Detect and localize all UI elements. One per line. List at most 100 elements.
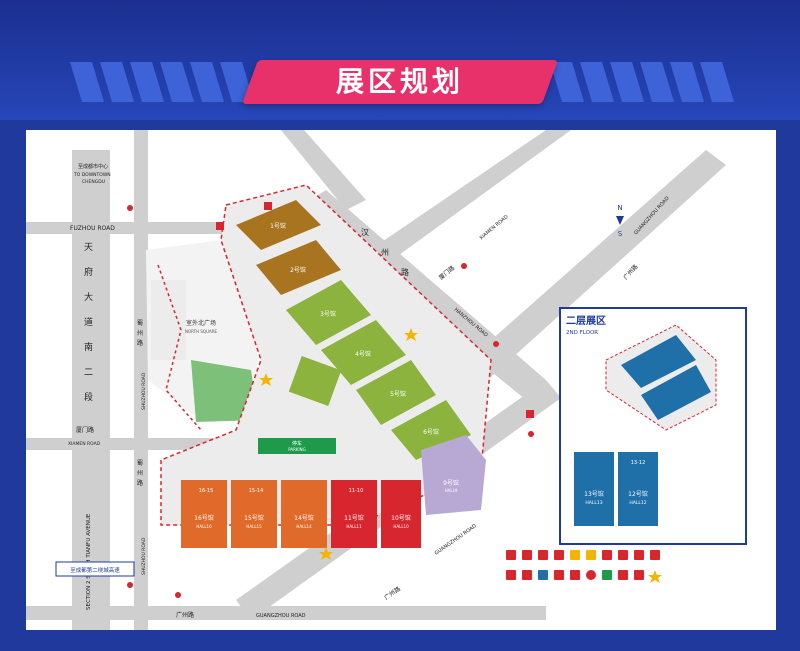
venue-map: 室外北广场 NORTH SQUARE 1号馆 2号馆 3号馆 4号馆 5号馆 6… [26, 130, 747, 630]
parking-strip [258, 438, 336, 454]
second-floor-title-en: 2ND FLOOR [566, 330, 598, 336]
legend-icon [506, 570, 516, 580]
parking-label-en: PARKING [288, 447, 306, 452]
marker-icon [461, 263, 467, 269]
route-north-square [157, 264, 202, 431]
legend-icon [570, 550, 580, 560]
hall-15-label-en: HALL15 [246, 524, 262, 529]
second-floor-hall-block-b [641, 365, 711, 420]
hall-9-block [421, 435, 486, 515]
ring-road-label: 至成都第二绕城高速 [70, 566, 120, 574]
marker-icon [528, 431, 534, 437]
hall-13-block [574, 452, 614, 526]
hall-16-label-en: HALL16 [196, 524, 212, 529]
compass-north: N [617, 204, 622, 212]
guangzhou-road-s-cn: 广州路 [176, 611, 194, 619]
svg-text:天: 天 [84, 243, 93, 253]
legend-icon [522, 550, 532, 560]
brown-hall-group: 1号馆 2号馆 [236, 200, 341, 295]
marker-icon [526, 410, 534, 418]
to-downtown-cn: 至成都市中心 [78, 163, 108, 170]
second-floor-hall-block-a [621, 335, 696, 388]
venue-map-panel: 室外北广场 NORTH SQUARE 1号馆 2号馆 3号馆 4号馆 5号馆 6… [26, 130, 776, 630]
second-floor-title: 二层展区 [566, 315, 606, 327]
hall-14-label: 14号馆 [294, 514, 314, 522]
banner-stripes-right [550, 62, 734, 102]
hall-6-label: 6号馆 [423, 428, 439, 436]
hall-10-label: 10号馆 [391, 514, 411, 522]
star-icon [259, 373, 273, 386]
svg-text:路: 路 [137, 479, 143, 487]
second-floor-inset: 二层展区 2ND FLOOR 13-12 13号馆 HALL13 12号馆 HA… [559, 307, 747, 545]
svg-text:蜀: 蜀 [137, 460, 143, 467]
svg-text:汉: 汉 [361, 228, 369, 237]
legend-icon [650, 550, 660, 560]
marker-icon [216, 222, 224, 230]
xiamen-road-en: XIAMEN ROAD [68, 441, 101, 447]
marker-icon [493, 341, 499, 347]
park-green [191, 360, 258, 422]
map-markers [127, 202, 534, 598]
shuzhou-road-label-cn: 蜀 州 路 [137, 320, 143, 347]
hall-12-label: 12号馆 [628, 490, 648, 498]
marker-icon [127, 582, 133, 588]
legend-icon [538, 550, 548, 560]
svg-text:大: 大 [84, 291, 93, 303]
shuzhou-road-label-cn-lower: 蜀 州 路 [137, 460, 143, 487]
hall-12-label-en: HALL12 [629, 500, 646, 506]
svg-text:道: 道 [84, 316, 93, 328]
compass-arrow-icon [616, 216, 624, 225]
legend-icon [538, 570, 548, 580]
legend-icon [618, 550, 628, 560]
guangzhou-road-s-en: GUANGZHOU ROAD [256, 613, 306, 619]
guangzhou-road-diag-en: GUANGZHOU ROAD [434, 523, 478, 556]
hall-2-label: 2号馆 [290, 266, 306, 274]
marker-icon [127, 205, 133, 211]
xiamen-road-ne-en: XIAMEN ROAD [478, 214, 509, 242]
legend-icon [522, 570, 532, 580]
guangzhou-road-diag-cn: 广州路 [383, 585, 402, 602]
hall-13-label: 13号馆 [584, 490, 604, 498]
hall-6-block [391, 400, 471, 460]
hall-11-label: 11号馆 [344, 514, 364, 522]
parking-lot-west [151, 280, 186, 360]
fuzhou-road-label: FUZHOU ROAD [70, 225, 115, 232]
green-annex-block [288, 355, 342, 407]
hall-3-block [286, 280, 371, 345]
svg-text:蜀: 蜀 [137, 320, 143, 327]
legend-icon [602, 550, 612, 560]
legend-icon [634, 550, 644, 560]
hall-9-label: 9号馆 [443, 479, 459, 487]
xiamen-road-cn: 厦门路 [76, 426, 94, 434]
hall-16-15-label: 16-15 [199, 488, 214, 494]
compass-south: S [618, 230, 623, 238]
hall-10-block [381, 480, 421, 548]
hall-11-10-label: 11-10 [349, 488, 364, 494]
legend-icon [602, 570, 612, 580]
guangzhou-road-northeast [446, 150, 726, 395]
hall-15-label: 15号馆 [244, 514, 264, 522]
hall-1-block [236, 200, 321, 250]
svg-text:府: 府 [84, 266, 93, 278]
svg-text:二: 二 [84, 368, 93, 378]
parking-label-cn: 停车 [292, 440, 302, 447]
legend-icon [554, 550, 564, 560]
hall-1-label: 1号馆 [270, 222, 286, 230]
legend-icons [506, 550, 662, 583]
guangzhou-road-ne-cn: 广州路 [622, 263, 640, 282]
hall-4-label: 4号馆 [355, 350, 371, 358]
compass: N S [616, 204, 624, 238]
hall-3-label: 3号馆 [320, 310, 336, 318]
svg-text:段: 段 [84, 391, 93, 403]
legend-icon [586, 570, 596, 580]
northwest-diagonal-road [281, 130, 366, 210]
hall-16-block [181, 480, 227, 548]
svg-text:路: 路 [137, 339, 143, 347]
hall-15-block [231, 480, 277, 548]
hall-13-12-label: 13-12 [631, 460, 646, 466]
star-icon [319, 547, 333, 560]
entrance-markers [259, 328, 418, 560]
legend-icon [634, 570, 644, 580]
legend-icon [586, 550, 596, 560]
guangzhou-road-south [26, 606, 546, 620]
